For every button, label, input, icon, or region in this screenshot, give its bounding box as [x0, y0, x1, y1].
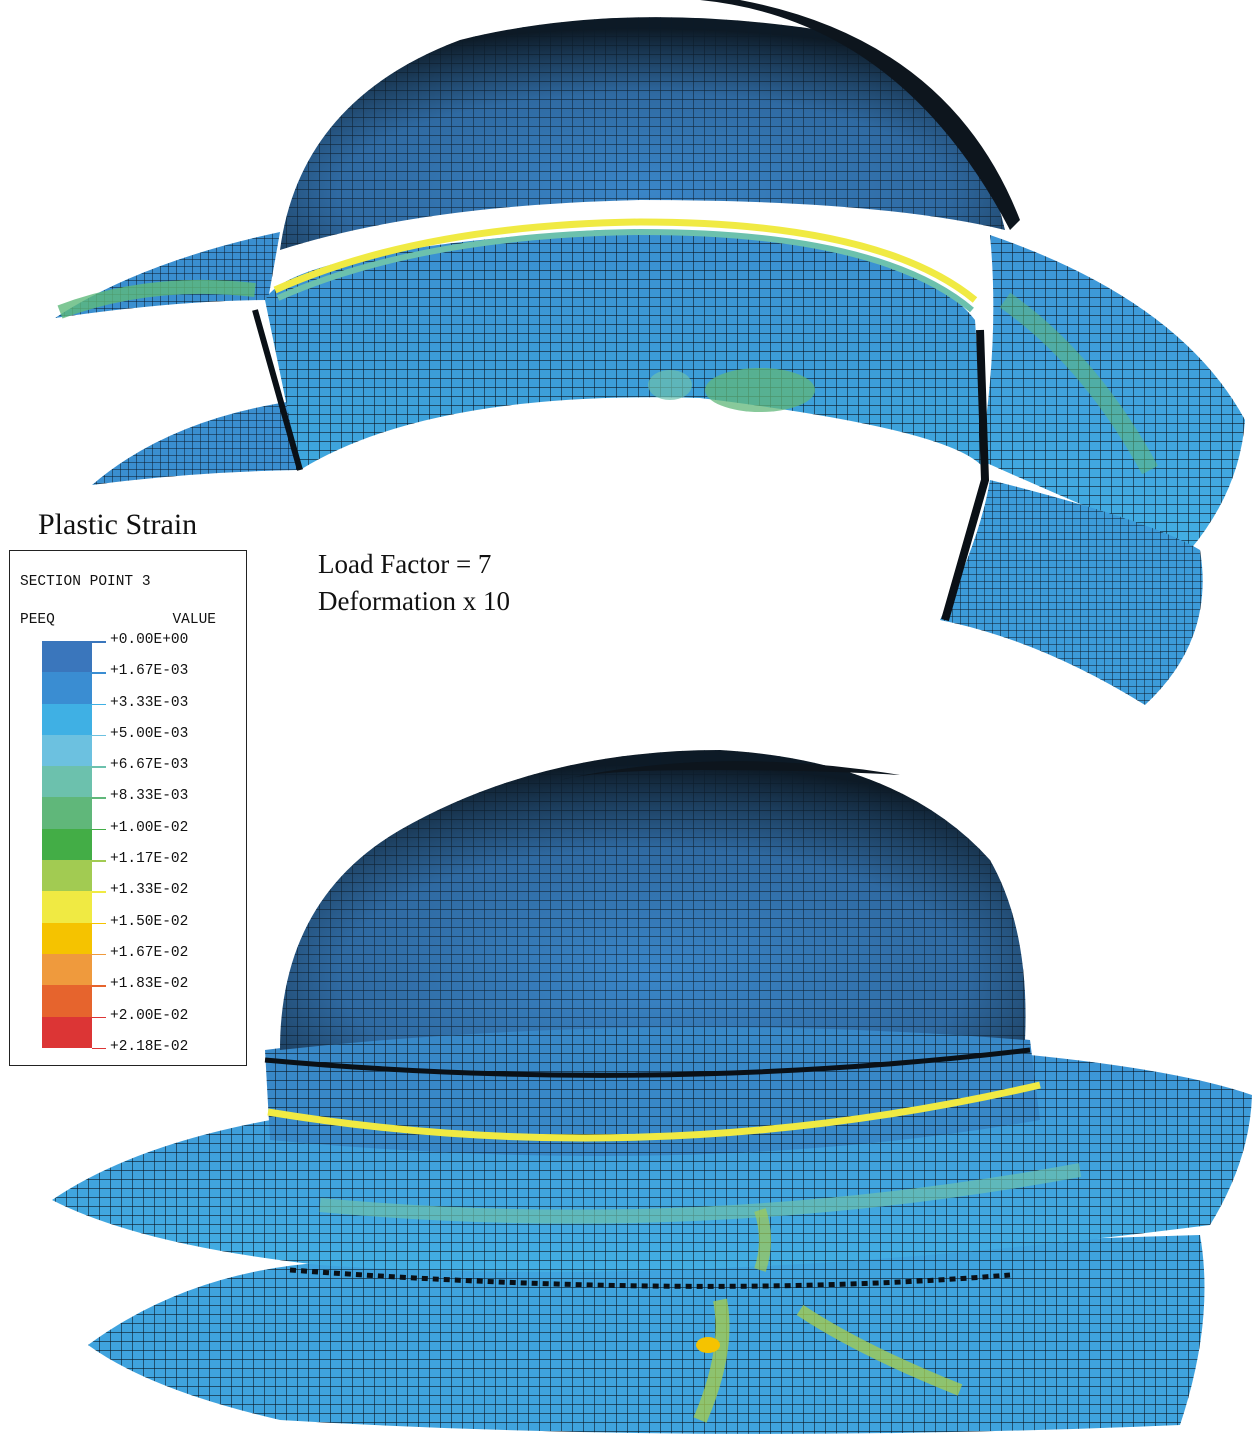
legend-value: +1.00E-02	[110, 819, 189, 836]
legend-swatch	[42, 734, 92, 767]
legend-swatch	[42, 953, 92, 986]
legend-tick	[92, 860, 106, 862]
deformation-label: Deformation x 10	[318, 586, 510, 616]
legend-swatch	[42, 985, 92, 1017]
legend-swatch	[42, 828, 92, 861]
legend-value: +8.33E-03	[110, 788, 189, 805]
load-factor-label: Load Factor = 7	[318, 549, 492, 579]
legend-swatch	[42, 1016, 92, 1048]
legend-tick	[92, 641, 106, 643]
legend-value: +1.33E-02	[110, 882, 189, 899]
legend-tick	[92, 828, 106, 831]
legend-tick	[92, 985, 106, 987]
variable-label: PEEQ	[20, 612, 55, 628]
legend-swatch	[42, 860, 92, 892]
legend-tick	[92, 953, 106, 956]
legend-swatch	[42, 922, 92, 954]
legend-title: Plastic Strain	[38, 508, 198, 541]
legend-swatch	[42, 641, 92, 673]
legend-value: +5.00E-03	[110, 725, 189, 742]
legend-value: +1.67E-03	[110, 663, 189, 680]
legend-tick	[92, 1047, 106, 1050]
legend-value: +2.00E-02	[110, 1007, 189, 1024]
legend-tick	[92, 922, 106, 925]
legend-swatch	[42, 891, 92, 923]
legend-swatch	[42, 766, 92, 798]
legend-tick	[92, 797, 106, 799]
legend-value: +0.00E+00	[110, 632, 189, 648]
lower-model	[52, 750, 1252, 1434]
legend-value: +1.67E-02	[110, 944, 189, 961]
legend-swatch	[42, 672, 92, 704]
legend-tick	[92, 734, 106, 737]
legend-value: +6.67E-03	[110, 757, 189, 774]
legend-tick	[92, 891, 106, 893]
legend-value: +1.83E-02	[110, 976, 189, 993]
legend-tick	[92, 672, 106, 674]
color-legend: SECTION POINT 3 PEEQ VALUE +0.00E+00 +1.6…	[9, 550, 247, 1066]
legend-tick	[92, 1016, 106, 1019]
section-point-label: SECTION POINT 3	[20, 574, 151, 590]
legend-value: +1.50E-02	[110, 913, 189, 930]
legend-swatch	[42, 797, 92, 829]
value-header: VALUE	[172, 612, 216, 628]
legend-tick	[92, 766, 106, 768]
legend-value: +2.18E-02	[110, 1038, 189, 1055]
legend-value: +1.17E-02	[110, 851, 189, 868]
upper-model	[55, 0, 1245, 705]
legend-value: +3.33E-03	[110, 694, 189, 711]
color-bar	[42, 641, 92, 1048]
legend-tick	[92, 703, 106, 706]
legend-swatch	[42, 703, 92, 735]
